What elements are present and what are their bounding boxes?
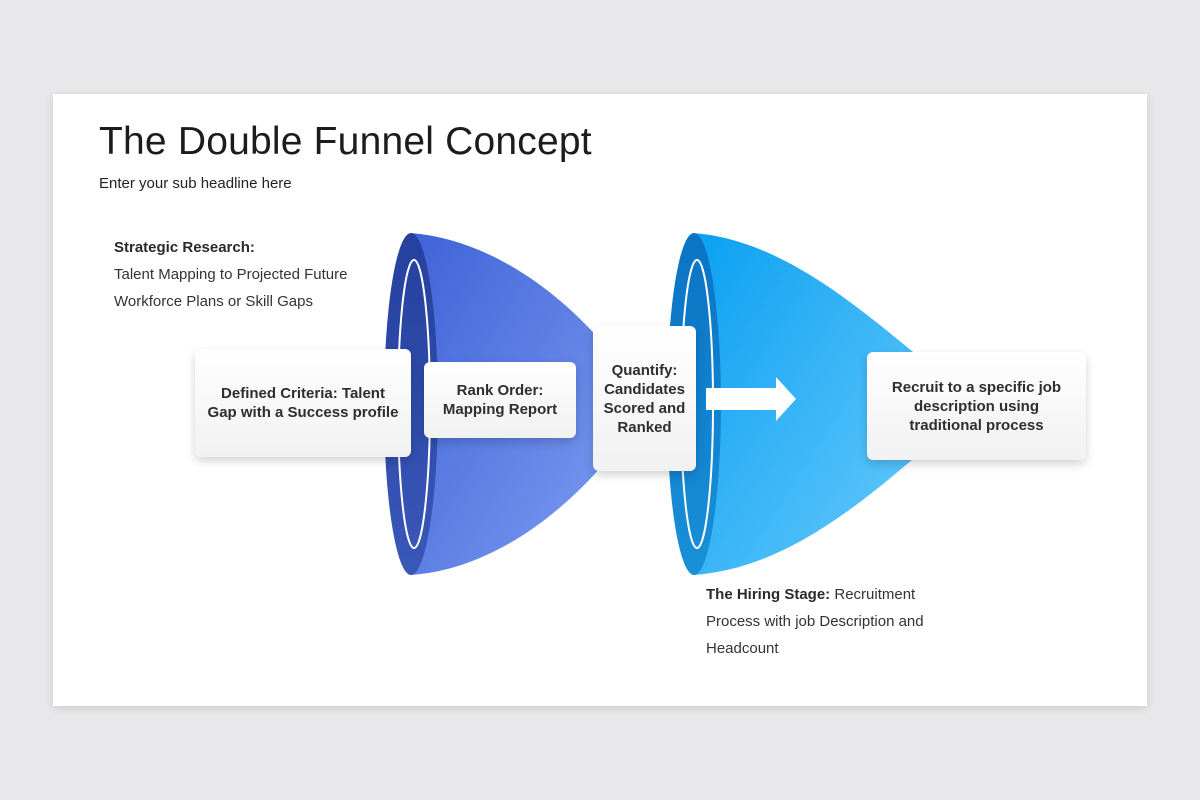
page-subtitle: Enter your sub headline here: [99, 175, 292, 192]
defined-criteria-card: Defined Criteria: Talent Gap with a Succ…: [195, 349, 411, 457]
strategic-research-body: Talent Mapping to Projected Future Workf…: [114, 266, 348, 310]
right-arrow-icon: [706, 377, 796, 421]
rank-order-card: Rank Order: Mapping Report: [424, 362, 576, 438]
page-title: The Double Funnel Concept: [99, 120, 592, 163]
hiring-stage-body: Recruitment Process with job Description…: [706, 586, 924, 657]
hiring-stage-heading: The Hiring Stage:: [706, 586, 831, 603]
funnel-two-body: [693, 233, 913, 575]
funnel-one-rim: [384, 233, 438, 575]
strategic-research-note: Strategic Research: Talent Mapping to Pr…: [114, 234, 384, 315]
hiring-stage-note: The Hiring Stage: Recruitment Process wi…: [706, 581, 956, 662]
recruit-card: Recruit to a specific job description us…: [867, 352, 1086, 460]
quantify-card: Quantify: Candidates Scored and Ranked: [593, 326, 696, 471]
strategic-research-heading: Strategic Research:: [114, 239, 255, 256]
slide: The Double Funnel Concept Enter your sub…: [53, 94, 1147, 706]
